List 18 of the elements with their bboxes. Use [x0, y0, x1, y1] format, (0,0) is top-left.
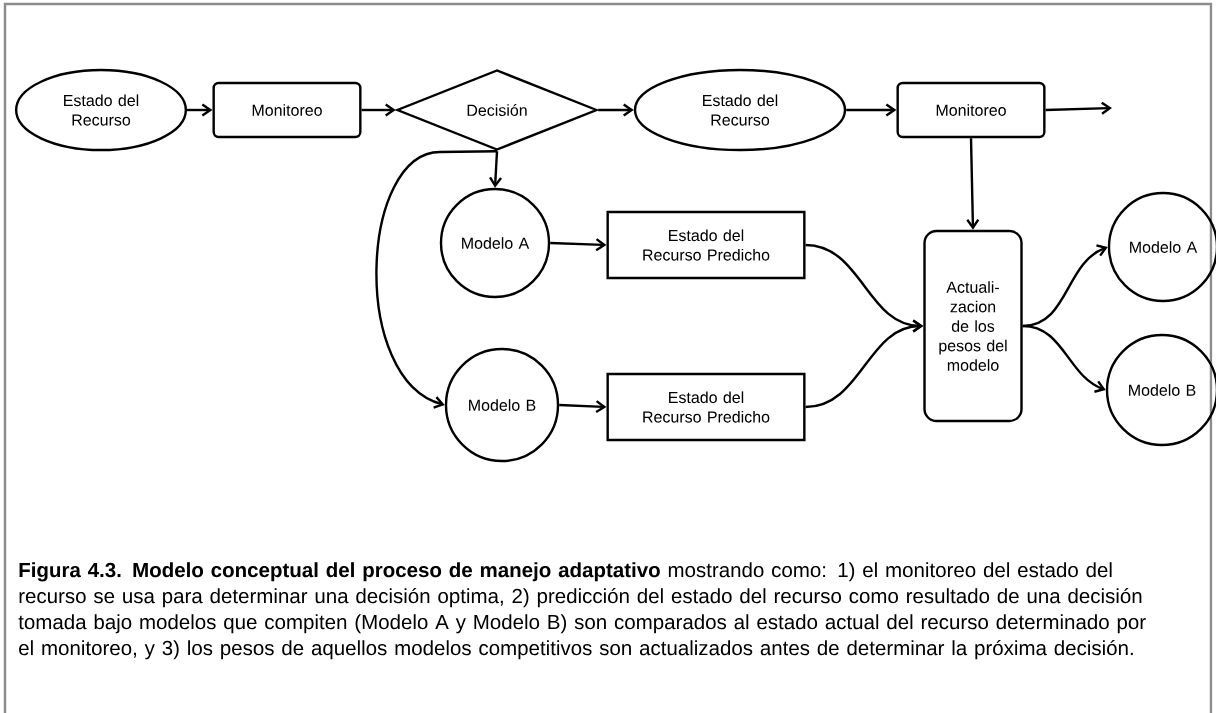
arrow: [846, 103, 897, 117]
process-box: Monitoreo: [896, 81, 1046, 139]
arrow: [187, 103, 213, 117]
prediction-box: Estado del Recurso Predicho: [606, 372, 806, 442]
prediction-box: Estado del Recurso Predicho: [606, 210, 806, 280]
arrow: [598, 103, 634, 117]
arrow: [375, 150, 497, 409]
update-box: Actuali- zacion de los pesos del modelo: [923, 229, 1023, 423]
arrow: [361, 103, 396, 117]
arrow: [805, 319, 924, 409]
arrow: [489, 151, 502, 188]
arrow: [559, 400, 607, 414]
process-box: Monitoreo: [212, 81, 362, 139]
arrow: [966, 138, 980, 230]
arrow: [550, 238, 607, 252]
arrow: [1022, 324, 1106, 393]
figure-caption: Figura 4.3. Modelo conceptual del proceso de manejo adaptativo mostrando como: 1) el monitoreo del estado del recurso se usa para determinar una decisión optima, 2) predicción del estado del recurso como resultado de una decisión tomada bajo modelos que compiten (Modelo A y Modelo B) son comparados al estado actual del recurso determinado por el monitoreo, y 3) los pesos de aquellos modelos competitivos son actualizados antes de determinar la próxima decisión.: [18, 562, 1146, 660]
arrow: [1045, 101, 1112, 115]
